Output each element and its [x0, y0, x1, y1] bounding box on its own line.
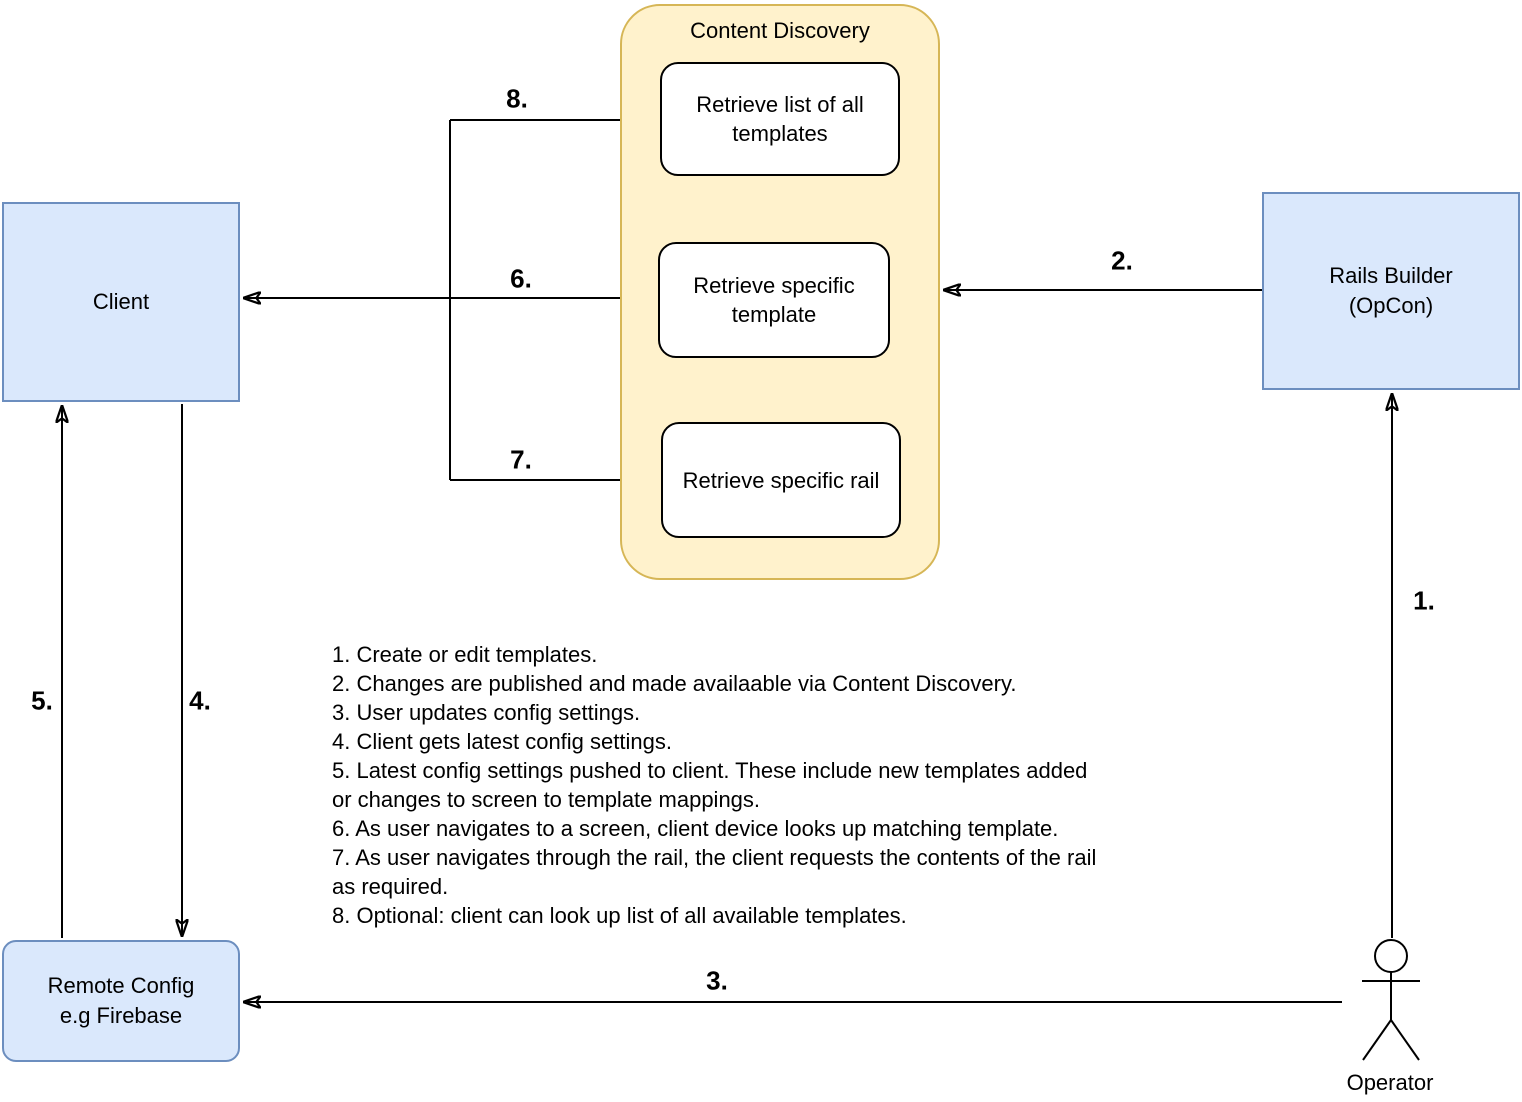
note-line: or changes to screen to template mapping…	[332, 787, 761, 812]
note-line: 7. As user navigates through the rail, t…	[332, 845, 1097, 870]
notes-block: 1. Create or edit templates. 2. Changes …	[332, 640, 1096, 930]
rails-builder-label-line1: Rails Builder	[1329, 263, 1453, 288]
arrow-label-4: 4.	[189, 685, 211, 716]
client-node: Client	[2, 202, 240, 402]
retrieve-list-label: Retrieve list of all templates	[696, 92, 864, 146]
note-line: 3. User updates config settings.	[332, 700, 641, 725]
note-line: 1. Create or edit templates.	[332, 642, 598, 667]
rails-builder-node: Rails Builder (OpCon)	[1262, 192, 1520, 390]
rails-builder-label-line2: (OpCon)	[1348, 293, 1434, 318]
arrow-label-1: 1.	[1413, 585, 1435, 616]
retrieve-list-of-all-templates-box: Retrieve list of all templates	[660, 62, 900, 176]
arrow-label-8: 8.	[506, 83, 528, 114]
content-discovery-title: Content Discovery	[690, 18, 870, 43]
retrieve-specific-template-box: Retrieve specific template	[658, 242, 890, 358]
remote-config-node: Remote Config e.g Firebase	[2, 940, 240, 1062]
arrow-label-5: 5.	[31, 685, 53, 716]
arrow-label-3: 3.	[706, 965, 728, 996]
note-line: 6. As user navigates to a screen, client…	[332, 816, 1059, 841]
retrieve-template-label: Retrieve specific template	[693, 273, 855, 327]
retrieve-rail-label: Retrieve specific rail	[682, 467, 880, 493]
note-line: 5. Latest config settings pushed to clie…	[332, 758, 1088, 783]
operator-head	[1374, 939, 1408, 973]
remote-config-label-line1: Remote Config	[47, 973, 195, 998]
note-line: as required.	[332, 874, 449, 899]
operator-figure	[1362, 939, 1420, 1061]
note-line: 4. Client gets latest config settings.	[332, 729, 672, 754]
remote-config-label-line2: e.g Firebase	[59, 1003, 183, 1028]
client-label: Client	[92, 289, 150, 314]
note-line: 8. Optional: client can look up list of …	[332, 903, 907, 928]
operator-right-leg	[1390, 1019, 1420, 1061]
arrow-label-7: 7.	[510, 444, 532, 475]
arrow-label-6: 6.	[510, 263, 532, 294]
arrow-label-2: 2.	[1111, 245, 1133, 276]
operator-label: Operator	[1346, 1070, 1434, 1095]
operator-left-leg	[1362, 1019, 1392, 1061]
retrieve-specific-rail-box: Retrieve specific rail	[661, 422, 901, 538]
note-line: 2. Changes are published and made availa…	[332, 671, 1017, 696]
